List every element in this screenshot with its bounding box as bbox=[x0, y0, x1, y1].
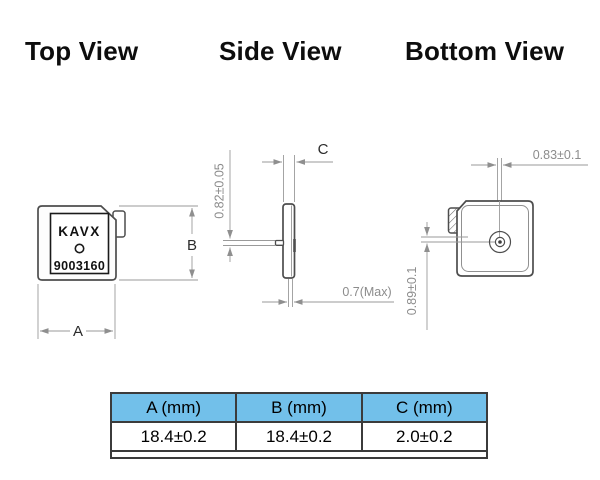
top-view-drawing: A B KAVX 9003160 bbox=[37, 205, 198, 340]
pin-x-dim-lines bbox=[471, 158, 588, 201]
table-header-b: B (mm) bbox=[237, 394, 363, 423]
dim-C-lines bbox=[262, 155, 333, 202]
pin-dim-lines bbox=[223, 150, 275, 262]
table-header-a: A (mm) bbox=[112, 394, 238, 423]
bottom-view-title: Bottom View bbox=[405, 36, 565, 66]
feed-pin-hole bbox=[74, 243, 85, 254]
pin-offset-x-dim-text: 0.83±0.1 bbox=[533, 148, 582, 162]
side-view-title: Side View bbox=[219, 36, 342, 66]
side-view-drawing: C 0.82±0.05 0.7(Max) bbox=[213, 141, 394, 307]
bottom-recess-outline bbox=[461, 205, 529, 272]
table-header-row: A (mm) B (mm) C (mm) bbox=[112, 394, 486, 423]
dim-C-label: C bbox=[318, 141, 329, 158]
feed-pin-side bbox=[274, 239, 285, 246]
solder-pad bbox=[293, 239, 296, 252]
base-dim-lines bbox=[262, 279, 394, 307]
table-header-c: C (mm) bbox=[362, 394, 486, 423]
side-view-component-body bbox=[282, 203, 296, 279]
dim-A-label: A bbox=[73, 323, 83, 340]
feed-pin-circles bbox=[488, 230, 512, 254]
top-view-title: Top View bbox=[25, 36, 139, 66]
dim-B-lines bbox=[119, 205, 198, 281]
base-thickness-dim-text: 0.7(Max) bbox=[342, 285, 391, 299]
dim-A-lines bbox=[37, 284, 116, 339]
part-number-text: 9003160 bbox=[54, 259, 105, 273]
table-value-c: 2.0±0.2 bbox=[362, 423, 486, 452]
table-value-a: 18.4±0.2 bbox=[112, 423, 238, 452]
bottom-view-drawing: 0.83±0.1 0.89±0.1 bbox=[405, 148, 588, 330]
dim-B-label: B bbox=[187, 237, 197, 254]
pin-height-dim-text: 0.82±0.05 bbox=[213, 163, 227, 219]
antenna-patch bbox=[49, 212, 110, 275]
table-value-row: 18.4±0.2 18.4±0.2 2.0±0.2 bbox=[112, 423, 486, 452]
pin-centerlines bbox=[421, 201, 500, 243]
dimension-table: A (mm) B (mm) C (mm) 18.4±0.2 18.4±0.2 2… bbox=[110, 392, 488, 459]
brand-text: KAVX bbox=[58, 224, 101, 239]
bottom-view-component-body bbox=[456, 200, 534, 277]
table-value-b: 18.4±0.2 bbox=[237, 423, 363, 452]
pin-offset-y-dim-text: 0.89±0.1 bbox=[405, 267, 419, 316]
